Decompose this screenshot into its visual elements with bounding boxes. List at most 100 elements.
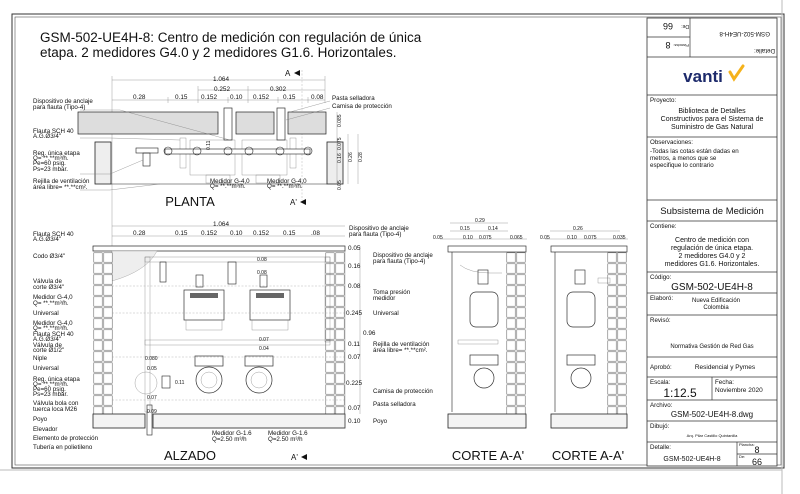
brick [516,362,526,373]
label: tuerca loca M26 [33,406,78,413]
label: Q= **.**m³/h. [210,183,246,190]
brick [103,285,113,296]
brick [607,395,617,406]
brick [607,362,617,373]
elaboro-label: Elaboró: [650,295,673,302]
brick [335,274,345,285]
aprobo-value: Residencial y Pymes [695,364,756,371]
elaboro-value: Nueva Edificación [692,298,740,304]
dibujo-value: Arq. Pilar Castillo Quintanilla [687,433,738,438]
label: Ps=23 mbar. [33,391,68,398]
alzado-view: 1.064 0.28 0.15 0.152 0.10 0.152 0.15 .0… [33,221,433,463]
dim: 0.14 [488,226,498,232]
brick [335,307,345,318]
brick [506,362,516,373]
brick [617,395,627,406]
label: corte Ø1/2" [33,347,64,354]
dim: 0.15 [283,230,296,237]
brick [93,351,103,362]
proyecto-text: Biblioteca de Detalles [678,108,746,115]
brick [516,263,526,274]
dim: 0.28 [133,94,146,101]
dim: 0.16 [337,153,343,163]
dim: 0.11 [175,380,185,386]
label: Válvula de [33,278,62,285]
dim: 0.10 [230,94,243,101]
observaciones-text: -Todas las cotas están dadas en [650,148,739,155]
brick [325,395,335,406]
plancha-value-rotated: 8 [665,40,670,50]
brick [516,252,526,263]
label: Q= **.**m³/h. [33,155,69,162]
contiene-text: medidores G1.6. Horizontales. [665,261,760,268]
meter-g4-1 [183,274,225,331]
brick-column [506,252,526,417]
label: Niple [33,355,48,362]
brick [325,362,335,373]
wall-slab [77,111,219,135]
dim: 0.065 [510,235,523,241]
codigo-label: Código: [650,274,672,281]
label: Medidor G-4,0 [267,178,307,185]
label: Universal [373,310,399,317]
brick [335,395,345,406]
brick [516,384,526,395]
observaciones-text: especifique lo contrario [650,162,714,169]
brick [335,351,345,362]
brick [506,285,516,296]
subsistema-heading: Subsistema de Medición [660,206,764,217]
label: Universal [33,310,59,317]
meter-g16-1 [194,355,224,394]
de-label: De: [739,454,745,459]
label: Dispositivo de anclaje [373,252,433,259]
reviso-label: Revisó: [650,317,671,324]
brick [93,263,103,274]
dim: 0.07 [348,354,361,361]
label: Q= **.**m³/h. [267,183,303,190]
dim: 0.085 [337,114,343,127]
label: Reg. única etapa [33,376,80,383]
brick [506,340,516,351]
label: Poyo [33,416,48,423]
brick [617,351,627,362]
dim: 0.11 [348,341,360,348]
brick [93,285,103,296]
contiene-text: regulación de única etapa. [671,245,753,252]
brick [103,351,113,362]
brick [607,318,617,329]
brick [103,340,113,351]
dim: 0.05 [433,235,443,241]
brick [335,263,345,274]
brick [506,395,516,406]
label: Q= **.**m³/h. [33,381,69,388]
brick [617,263,627,274]
brick [516,296,526,307]
dim: 0.245 [346,310,362,317]
elaboro-value: Colombia [703,305,729,311]
label: Válvula bola con [33,400,79,407]
brick [617,384,627,395]
dim: 0.252 [214,86,230,93]
detalle-value-rotated: GSM-502-UE4H-8 [719,30,770,37]
label: para flauta (Tipo-4) [33,104,85,111]
label: Rejilla de ventilación [33,178,90,185]
label: Elemento de protección [33,435,99,442]
brick [617,296,627,307]
label: Q= **.**m³/h. [33,300,69,307]
dim: 0.10 [567,235,577,241]
dim: 0.075 [584,235,597,241]
brick [103,252,113,263]
label: Flauta SCH 40 [33,231,74,238]
dim: 0.29 [475,218,485,224]
dim: 0.10 [348,418,361,425]
section-marker-a-prime: A' [291,453,298,462]
label: Q=2.50 m³/h [268,436,303,443]
brick [617,329,627,340]
fecha-value: Noviembre 2020 [715,387,763,394]
detalle-value: GSM-502-UE4H-8 [663,456,720,463]
section-marker-a-prime: A' [290,198,297,207]
brick [335,329,345,340]
contiene-text: 2 medidores G4.0 y 2 [679,253,746,260]
brick [607,329,617,340]
